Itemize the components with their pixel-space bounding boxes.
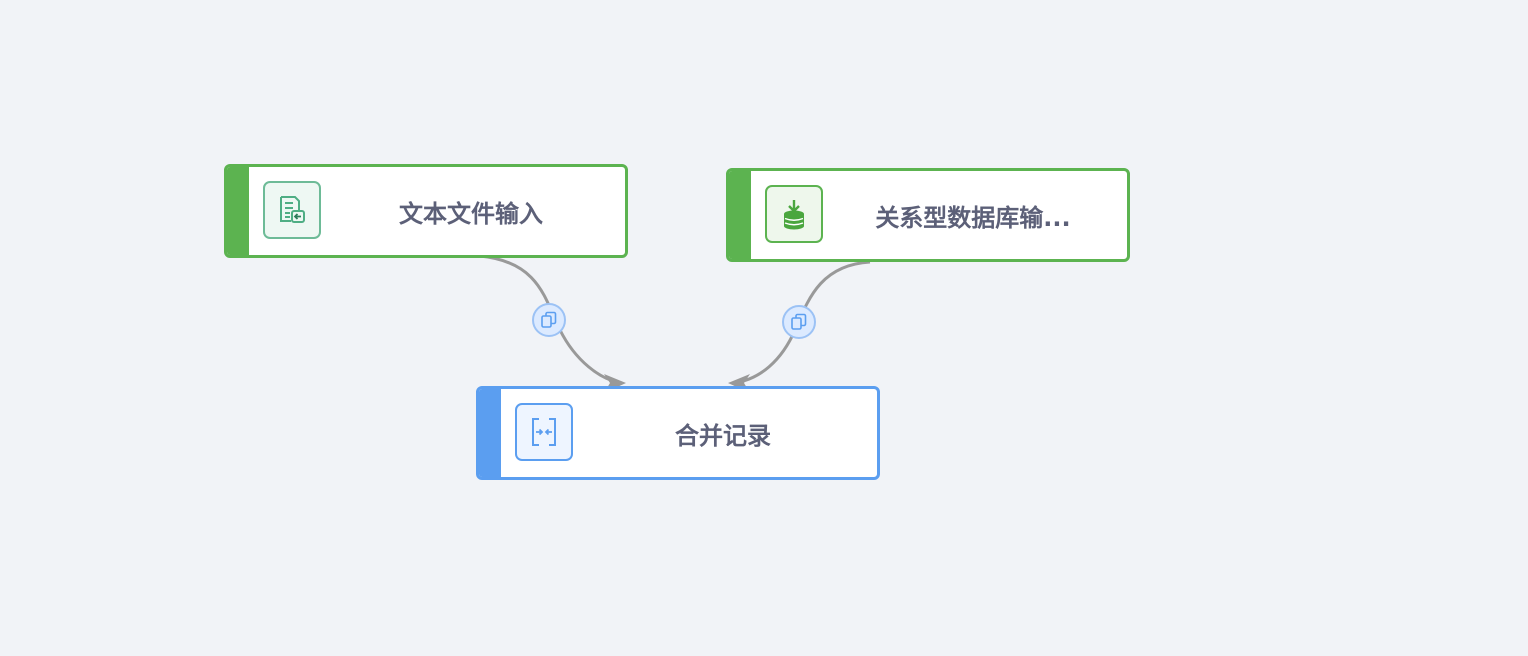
node-label: 文本文件输入 bbox=[399, 199, 543, 228]
node-label: 合并记录 bbox=[675, 421, 771, 450]
node-status-bar bbox=[227, 167, 249, 255]
merge-records-icon bbox=[515, 403, 573, 461]
edge-copy-badge[interactable] bbox=[782, 305, 816, 339]
node-label: 关系型数据库输... bbox=[875, 203, 1071, 232]
node-status-bar bbox=[479, 389, 501, 477]
text-file-input-icon bbox=[263, 181, 321, 239]
copy-icon bbox=[541, 311, 557, 328]
copy-icon bbox=[791, 313, 807, 330]
node-database-input[interactable]: 关系型数据库输... bbox=[726, 168, 1130, 262]
node-text-file-input[interactable]: 文本文件输入 bbox=[224, 164, 628, 258]
edge-copy-badge[interactable] bbox=[532, 303, 566, 337]
database-input-icon bbox=[765, 185, 823, 243]
node-status-bar bbox=[729, 171, 751, 259]
node-merge-records[interactable]: 合并记录 bbox=[476, 386, 880, 480]
